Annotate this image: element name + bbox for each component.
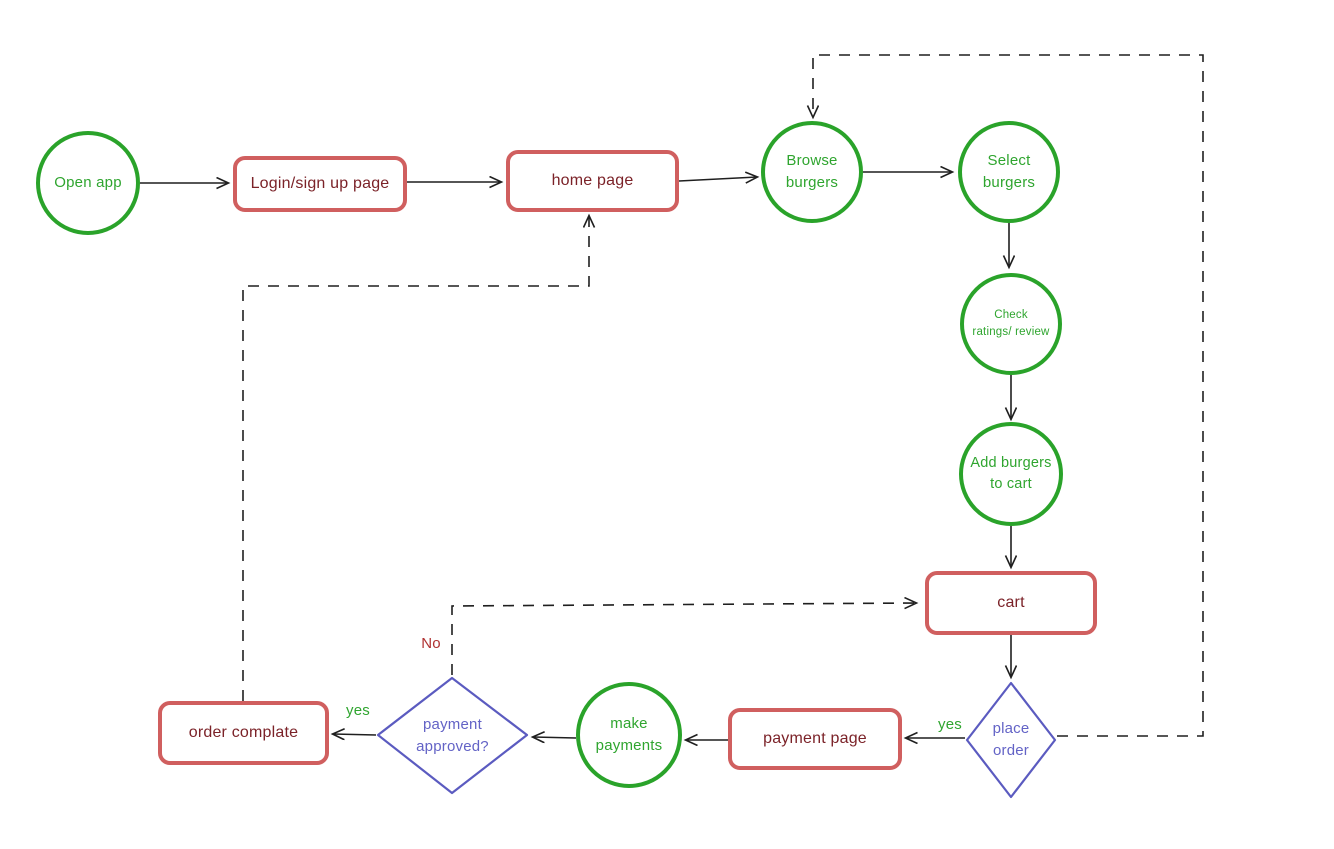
payment-approved-diamond [376,676,529,795]
order-complete-rect [158,701,329,765]
edge-payment-approved-yes-to-order-complete [333,734,377,735]
add-burgers-to-cart-circle [959,422,1063,526]
browse-burgers-circle [761,121,863,223]
open-app-circle [36,131,140,235]
edge-place-order-to-browse-burgers [813,54,1204,737]
select-burgers-circle [958,121,1060,223]
check-ratings-circle [960,273,1062,375]
edge-make-payments-to-payment-approved [533,737,577,738]
edge-order-complete-to-home-page [242,216,589,701]
edge-home-to-browse [678,177,757,181]
place-order-diamond [965,681,1057,799]
home-page-rect [506,150,679,212]
cart-rect [925,571,1097,635]
login-page-rect [233,156,407,212]
edge-payment-approved-no-to-cart [451,603,916,675]
make-payments-circle [576,682,682,788]
payment-page-rect [728,708,902,770]
